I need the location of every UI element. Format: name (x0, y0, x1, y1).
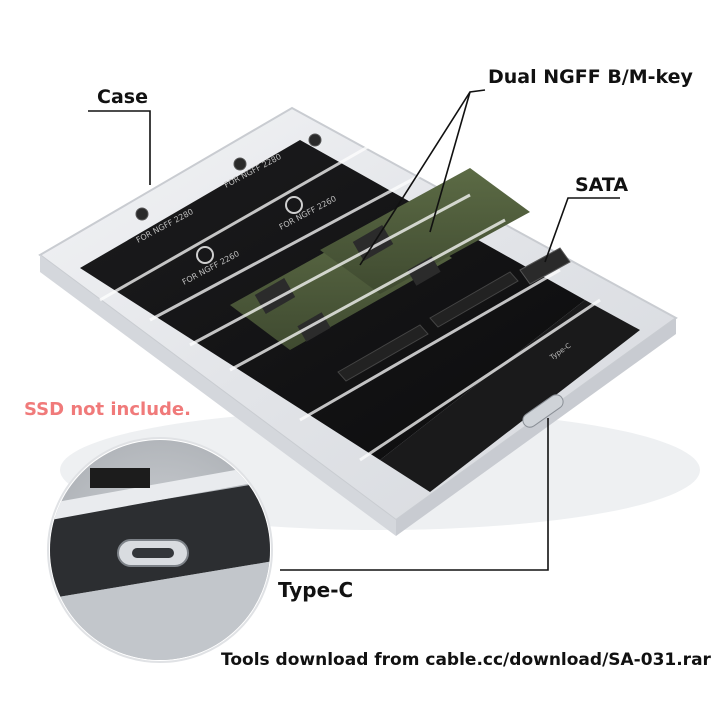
zoom-chip (90, 468, 150, 488)
ssd-chip-4 (407, 256, 441, 286)
tools-download-caption: Tools download from cable.cc/download/SA… (221, 650, 711, 670)
standoff-1 (135, 207, 149, 221)
ngff-callout-line-2 (429, 91, 471, 233)
standoff-2 (233, 157, 247, 171)
type-c-port (522, 394, 564, 428)
ssd-module-right (320, 168, 530, 294)
case-side-right (396, 318, 676, 536)
ssd-not-included-note: SSD not include. (24, 399, 191, 420)
m2-connector-right (429, 271, 519, 328)
zoom-port-opening (132, 548, 174, 558)
type-c-callout-line (280, 418, 549, 571)
dual-ngff-label: Dual NGFF B/M-key (488, 66, 693, 88)
m2-connector-left (337, 324, 429, 382)
screw-hole-left (196, 246, 214, 264)
sata-callout-line (544, 197, 620, 263)
case-side-front (40, 255, 396, 536)
standoff-3 (308, 133, 322, 147)
sata-label: SATA (575, 174, 629, 196)
type-c-label: Type-C (278, 578, 354, 602)
usb-board (380, 300, 640, 492)
case-label: Case (97, 86, 148, 108)
zoom-case-edge (50, 462, 270, 522)
case-reflections (99, 138, 601, 462)
screw-hole-right (285, 196, 303, 214)
port-zoom-inset (47, 437, 273, 663)
callout-lines (88, 89, 620, 571)
case-callout-line (88, 110, 151, 185)
